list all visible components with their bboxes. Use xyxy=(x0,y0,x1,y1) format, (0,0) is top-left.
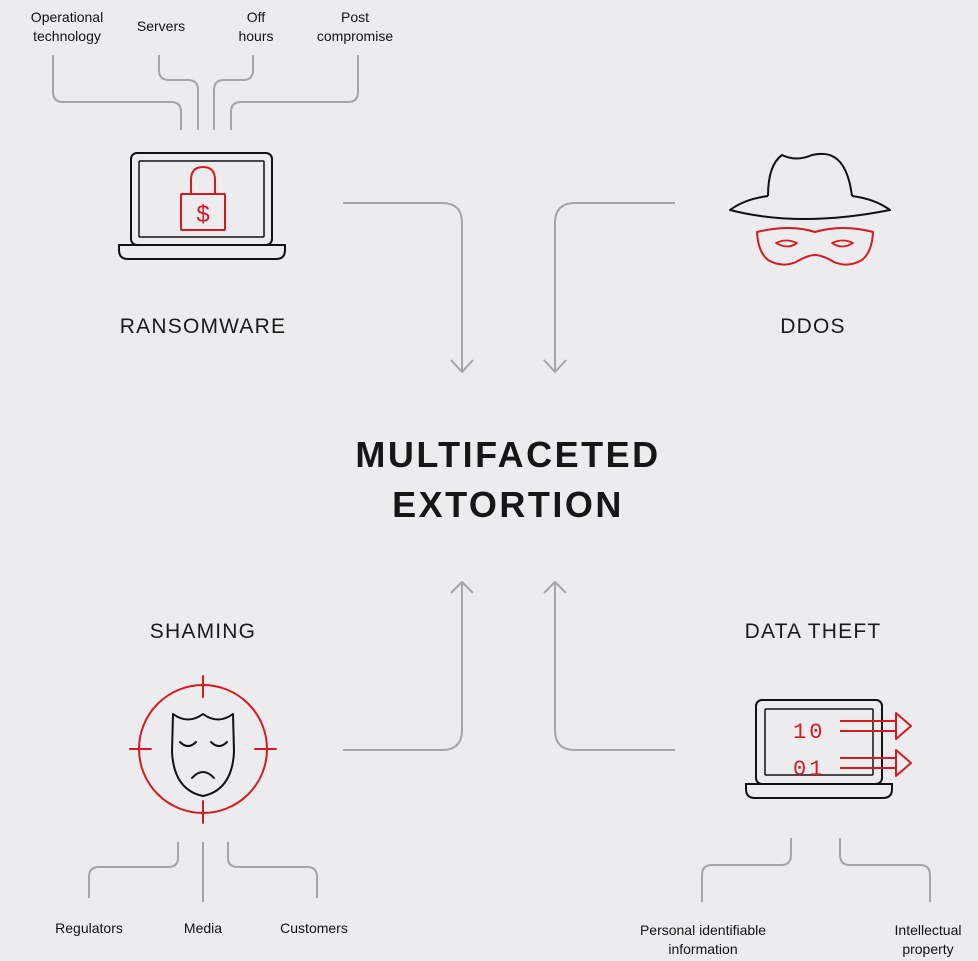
ddos-arrow xyxy=(554,202,675,372)
label-ddos: DDOS xyxy=(780,315,846,338)
target-intellectual-property: Intellectual property xyxy=(894,922,962,957)
ransomware-target-connectors xyxy=(52,55,359,130)
binary-bottom: 01 xyxy=(793,757,825,782)
binary-top: 10 xyxy=(793,720,825,745)
laptop-data-icon xyxy=(745,699,912,799)
data-theft-arrow xyxy=(554,582,675,751)
target-media: Media xyxy=(183,920,223,936)
target-post-compromise: Post compromise xyxy=(316,9,394,44)
shaming-arrow xyxy=(343,582,463,751)
shaming-target-connectors xyxy=(88,842,318,902)
target-regulators: Regulators xyxy=(55,920,123,936)
target-customers: Customers xyxy=(280,920,348,936)
main-title: MULTIFACETED EXTORTION xyxy=(355,430,660,530)
title-line-2: EXTORTION xyxy=(392,484,624,525)
dollar-sign: $ xyxy=(196,201,209,228)
target-servers: Servers xyxy=(136,18,186,34)
target-mask-icon xyxy=(129,675,277,824)
target-operational-technology: Operational technology xyxy=(30,9,104,44)
label-shaming: SHAMING xyxy=(149,620,257,643)
ransomware-arrow xyxy=(343,202,463,372)
data-theft-target-connectors xyxy=(701,838,931,902)
target-off-hours: Off hours xyxy=(238,9,274,44)
label-ransomware: RANSOMWARE xyxy=(119,315,287,338)
title-line-1: MULTIFACETED xyxy=(355,434,661,475)
flow-arrows xyxy=(343,202,675,751)
hat-mask-icon xyxy=(729,152,891,266)
label-data-theft: DATA THEFT xyxy=(744,620,882,643)
laptop-ransomware-icon xyxy=(118,152,286,260)
target-personal-identifiable-information: Personal identifiable information xyxy=(639,922,767,957)
